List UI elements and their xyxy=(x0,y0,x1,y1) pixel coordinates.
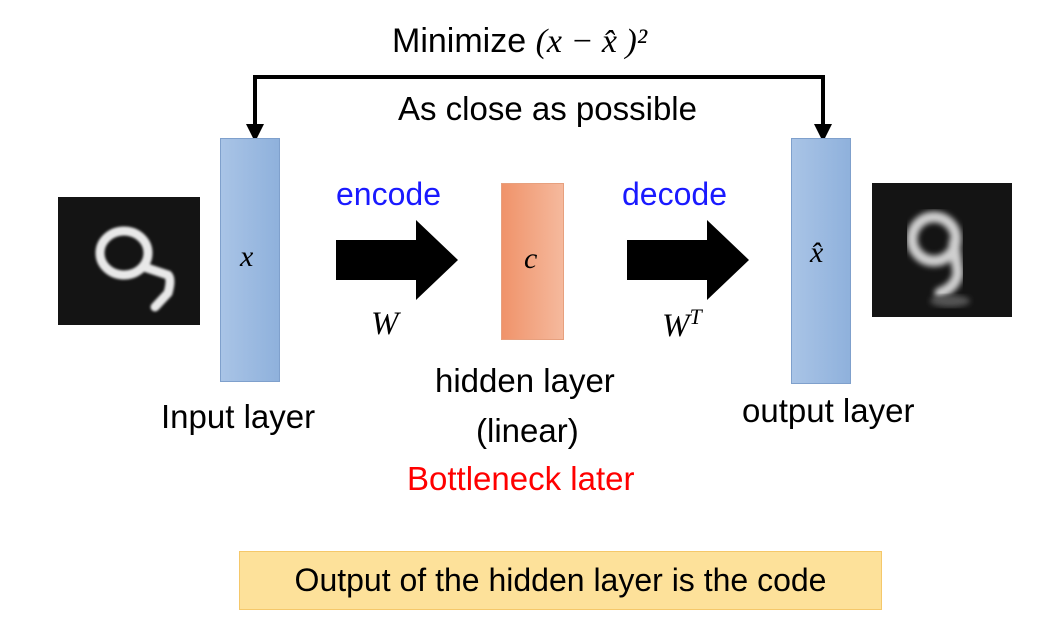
close-label: As close as possible xyxy=(398,90,697,127)
arrowhead-input xyxy=(246,124,264,142)
output-symbol: x̂ xyxy=(810,236,824,269)
input-symbol: x xyxy=(240,240,254,273)
decode-arrow-icon xyxy=(627,220,749,300)
digit-nine-input xyxy=(95,226,175,312)
hidden-layer-caption: hidden layer xyxy=(435,362,615,399)
feedback-line xyxy=(253,75,825,140)
hidden-layer-linear: (linear) xyxy=(476,412,579,449)
input-digit-image xyxy=(58,197,200,325)
decode-weight-sup: T xyxy=(689,304,702,329)
input-layer-column xyxy=(220,138,280,382)
digit-nine-output xyxy=(906,211,970,307)
output-layer-column xyxy=(791,138,851,384)
decode-label: decode xyxy=(622,176,727,212)
minimize-label: Minimize (x − x̂ )² xyxy=(392,22,648,60)
output-layer-caption: output layer xyxy=(742,392,915,429)
encode-weight: W xyxy=(371,306,399,342)
arrowhead-output xyxy=(814,124,832,142)
hidden-symbol: c xyxy=(524,242,538,275)
encode-arrow-icon xyxy=(336,220,458,300)
code-note-box: Output of the hidden layer is the code xyxy=(239,551,882,610)
code-note-text: Output of the hidden layer is the code xyxy=(294,562,827,598)
bottleneck-note: Bottleneck later xyxy=(407,460,635,497)
output-digit-image xyxy=(872,183,1012,317)
encode-label: encode xyxy=(336,176,441,212)
input-layer-caption: Input layer xyxy=(161,398,316,435)
minimize-formula: (x − x̂ )² xyxy=(535,23,648,60)
decode-weight: WT xyxy=(662,304,702,344)
hidden-layer-box xyxy=(501,183,564,340)
